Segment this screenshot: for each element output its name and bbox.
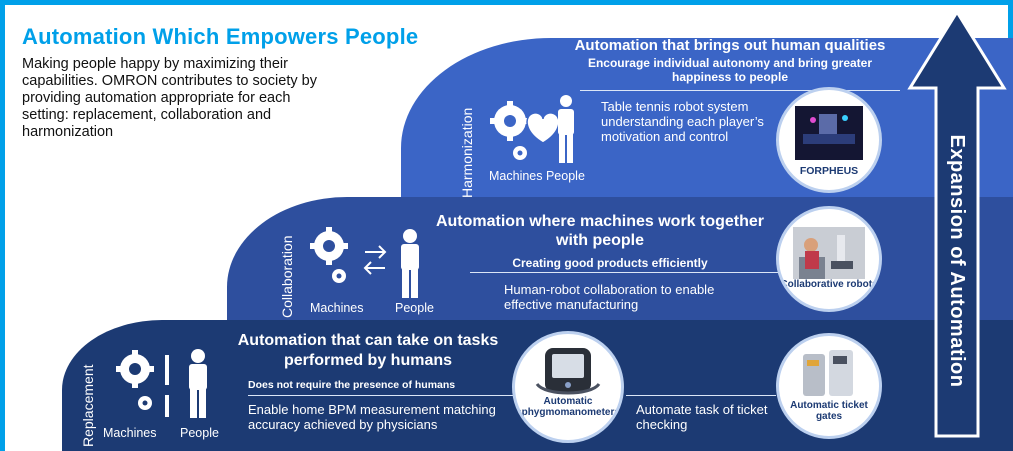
collaboration-machines-label: Machines (310, 301, 364, 315)
ticket-gates-example-circle: Automatic ticket gates (776, 333, 882, 439)
collaboration-side-label: Collaboration (279, 235, 295, 319)
collaborative-robots-label: Collaborative robots (780, 279, 878, 290)
replacement-subheading: Does not require the presence of humans (248, 379, 456, 391)
harmonization-subheading: Encourage individual autonomy and bring … (587, 56, 873, 84)
harmonization-description: Table tennis robot system understanding … (601, 99, 764, 144)
expansion-arrow-shape (907, 9, 1007, 438)
forpheus-example-circle: FORPHEUS (776, 87, 882, 193)
replacement-description: Enable home BPM measurement matching acc… (248, 402, 496, 432)
collaboration-heading: Automation where machines work together … (435, 213, 765, 249)
harmonization-heading: Automation that brings out human qualiti… (574, 37, 886, 54)
expansion-arrow-label: Expansion of Automation (946, 134, 968, 388)
gear-person-icon (116, 349, 207, 418)
replacement-people-label: People (180, 426, 219, 440)
sphygmomanometer-label: Automatic sphygmomanometers (516, 396, 620, 418)
collaboration-divider (470, 272, 780, 273)
harmonization-divider (580, 90, 900, 91)
harmonization-side-label: Harmonization (459, 107, 475, 198)
collaboration-tier (227, 197, 1013, 327)
collaborative-robots-example-circle: Collaborative robots (776, 206, 882, 312)
sphygmomanometer-example-circle: Automatic sphygmomanometers (512, 331, 624, 443)
gear-heart-person-icon (490, 95, 574, 163)
collaborative-robot-photo (793, 227, 865, 279)
replacement-divider-2 (626, 395, 776, 396)
table-tennis-robot-photo (795, 106, 863, 160)
gear-arrows-person-icon (310, 227, 419, 298)
replacement-divider (248, 395, 534, 396)
collaboration-people-label: People (395, 301, 434, 315)
replacement-machines-label: Machines (103, 426, 157, 440)
replacement-side-label: Replacement (80, 364, 96, 448)
frame-border-top (0, 0, 1013, 5)
forpheus-label: FORPHEUS (799, 165, 859, 177)
harmonization-icon-caption: Machines People (489, 169, 585, 183)
ticket-gate-photo (803, 350, 853, 396)
intro-text: Making people happy by maximizing their … (22, 56, 317, 140)
page-title: Automation Which Empowers People (22, 24, 419, 49)
ticket-gates-label: Automatic ticket gates (790, 400, 868, 422)
expansion-arrow: Expansion of Automation (906, 8, 1008, 440)
collaboration-subheading: Creating good products efficiently (512, 256, 708, 270)
frame-border-left (0, 0, 5, 451)
blood-pressure-monitor-photo (535, 348, 601, 395)
ticket-gates-description: Automate task of ticket checking (636, 402, 768, 432)
collaboration-description: Human-robot collaboration to enable effe… (504, 282, 715, 312)
replacement-heading: Automation that can take on tasks perfor… (237, 332, 499, 369)
